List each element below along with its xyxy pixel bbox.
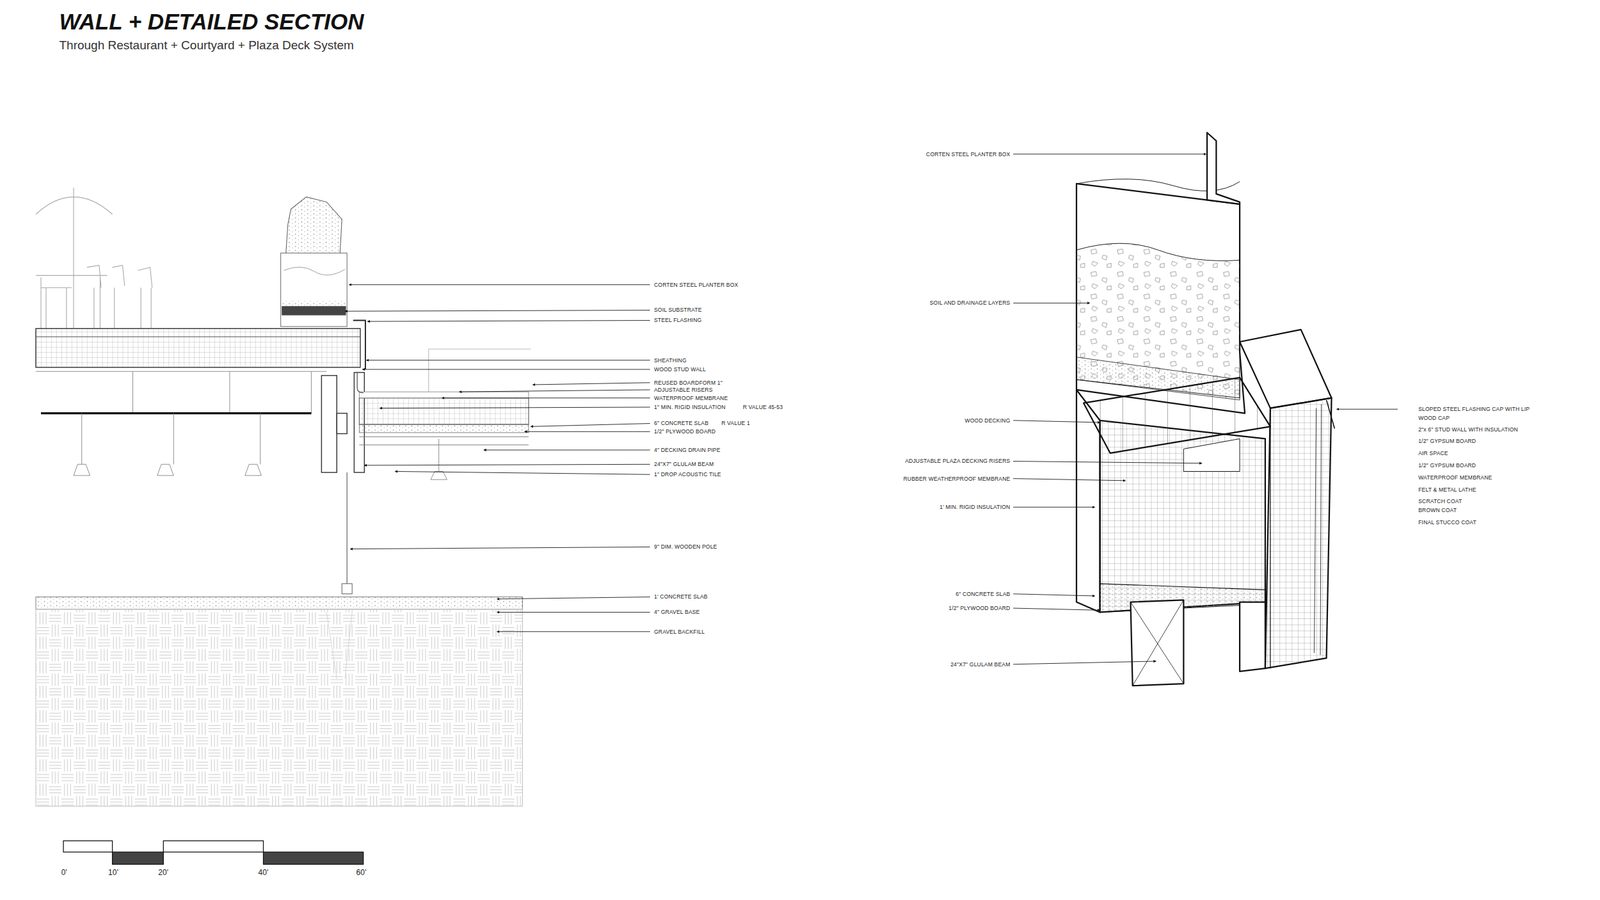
callout-label: SCRATCH COAT: [1418, 498, 1462, 505]
scale-number: 20': [158, 868, 169, 877]
callout-label: BROWN COAT: [1418, 507, 1457, 514]
callout-label: 1' MIN. RIGID INSULATION: [939, 504, 1010, 511]
callout-label: FINAL STUCCO COAT: [1418, 519, 1477, 526]
callout-label: 9" DIM. WOODEN POLE: [654, 544, 717, 550]
callout-label: WATERPROOF MEMBRANE: [654, 395, 728, 402]
callout-label: SLOPED STEEL FLASHING CAP WITH LIP: [1418, 406, 1530, 413]
callout-label: 1' CONCRETE SLAB: [654, 593, 708, 600]
callout-label: FELT & METAL LATHE: [1418, 487, 1477, 493]
callout-label: WOOD STUD WALL: [654, 366, 706, 373]
callout-label: 1/2" GYPSUM BOARD: [1418, 462, 1476, 469]
callout-label: WOOD CAP: [1418, 415, 1450, 422]
callout-label: 4" GRAVEL BASE: [654, 609, 701, 616]
callout-label: SHEATHING: [654, 357, 687, 364]
callout-label: ADJUSTABLE RISERS: [654, 387, 713, 393]
scale-number: 40': [257, 868, 269, 877]
scale-number: 0': [61, 868, 68, 877]
callout-label: 1" DROP ACOUSTIC TILE: [654, 471, 722, 478]
callout-label: SOIL AND DRAINAGE LAYERS: [929, 300, 1011, 306]
callout-label: CORTEN STEEL PLANTER BOX: [654, 282, 738, 288]
callout-label: 1/2" PLYWOOD BOARD: [948, 605, 1010, 612]
callout-label: RUBBER WEATHERPROOF MEMBRANE: [903, 476, 1010, 482]
callout-label: STEEL FLASHING: [654, 317, 702, 324]
callout-label: REUSED BOARDFORM 1": [654, 380, 723, 386]
callout-label: CORTEN STEEL PLANTER BOX: [926, 151, 1010, 158]
callout-label: 1/2" GYPSUM BOARD: [1418, 438, 1476, 445]
callout-label: 1/2" PLYWOOD BOARD: [654, 428, 716, 435]
drawing-subtitle: Through Restaurant + Courtyard + Plaza D…: [58, 39, 354, 52]
callout-label: 2"x 6" STUD WALL WITH INSULATION: [1418, 426, 1519, 433]
callout-label: AIR SPACE: [1418, 450, 1449, 457]
callout-label: R VALUE 1: [721, 420, 751, 427]
callout-label: ADJUSTABLE PLAZA DECKING RISERS: [904, 458, 1010, 464]
callout-label: 4" DECKING DRAIN PIPE: [654, 447, 721, 454]
callout-label: WATERPROOF MEMBRANE: [1418, 474, 1492, 481]
callout-label: R VALUE 45-53: [743, 404, 783, 411]
callout-label: WOOD DECKING: [965, 417, 1011, 424]
callout-label: 6" CONCRETE SLAB: [955, 591, 1010, 598]
callout-label: 24"X7" GLULAM BEAM: [654, 461, 714, 468]
callout-label: 6" CONCRETE SLAB: [654, 420, 709, 427]
scale-number: 60': [355, 868, 367, 877]
callout-label: 1" MIN. RIGID INSULATION: [654, 404, 726, 411]
scale-number: 10': [108, 868, 119, 877]
callout-label: SOIL SUBSTRATE: [654, 307, 703, 313]
callout-label: GRAVEL BACKFILL: [654, 629, 705, 635]
callout-label: 24"X7" GLULAM BEAM: [950, 661, 1010, 668]
drawing-title: WALL + DETAILED SECTION: [58, 10, 364, 33]
